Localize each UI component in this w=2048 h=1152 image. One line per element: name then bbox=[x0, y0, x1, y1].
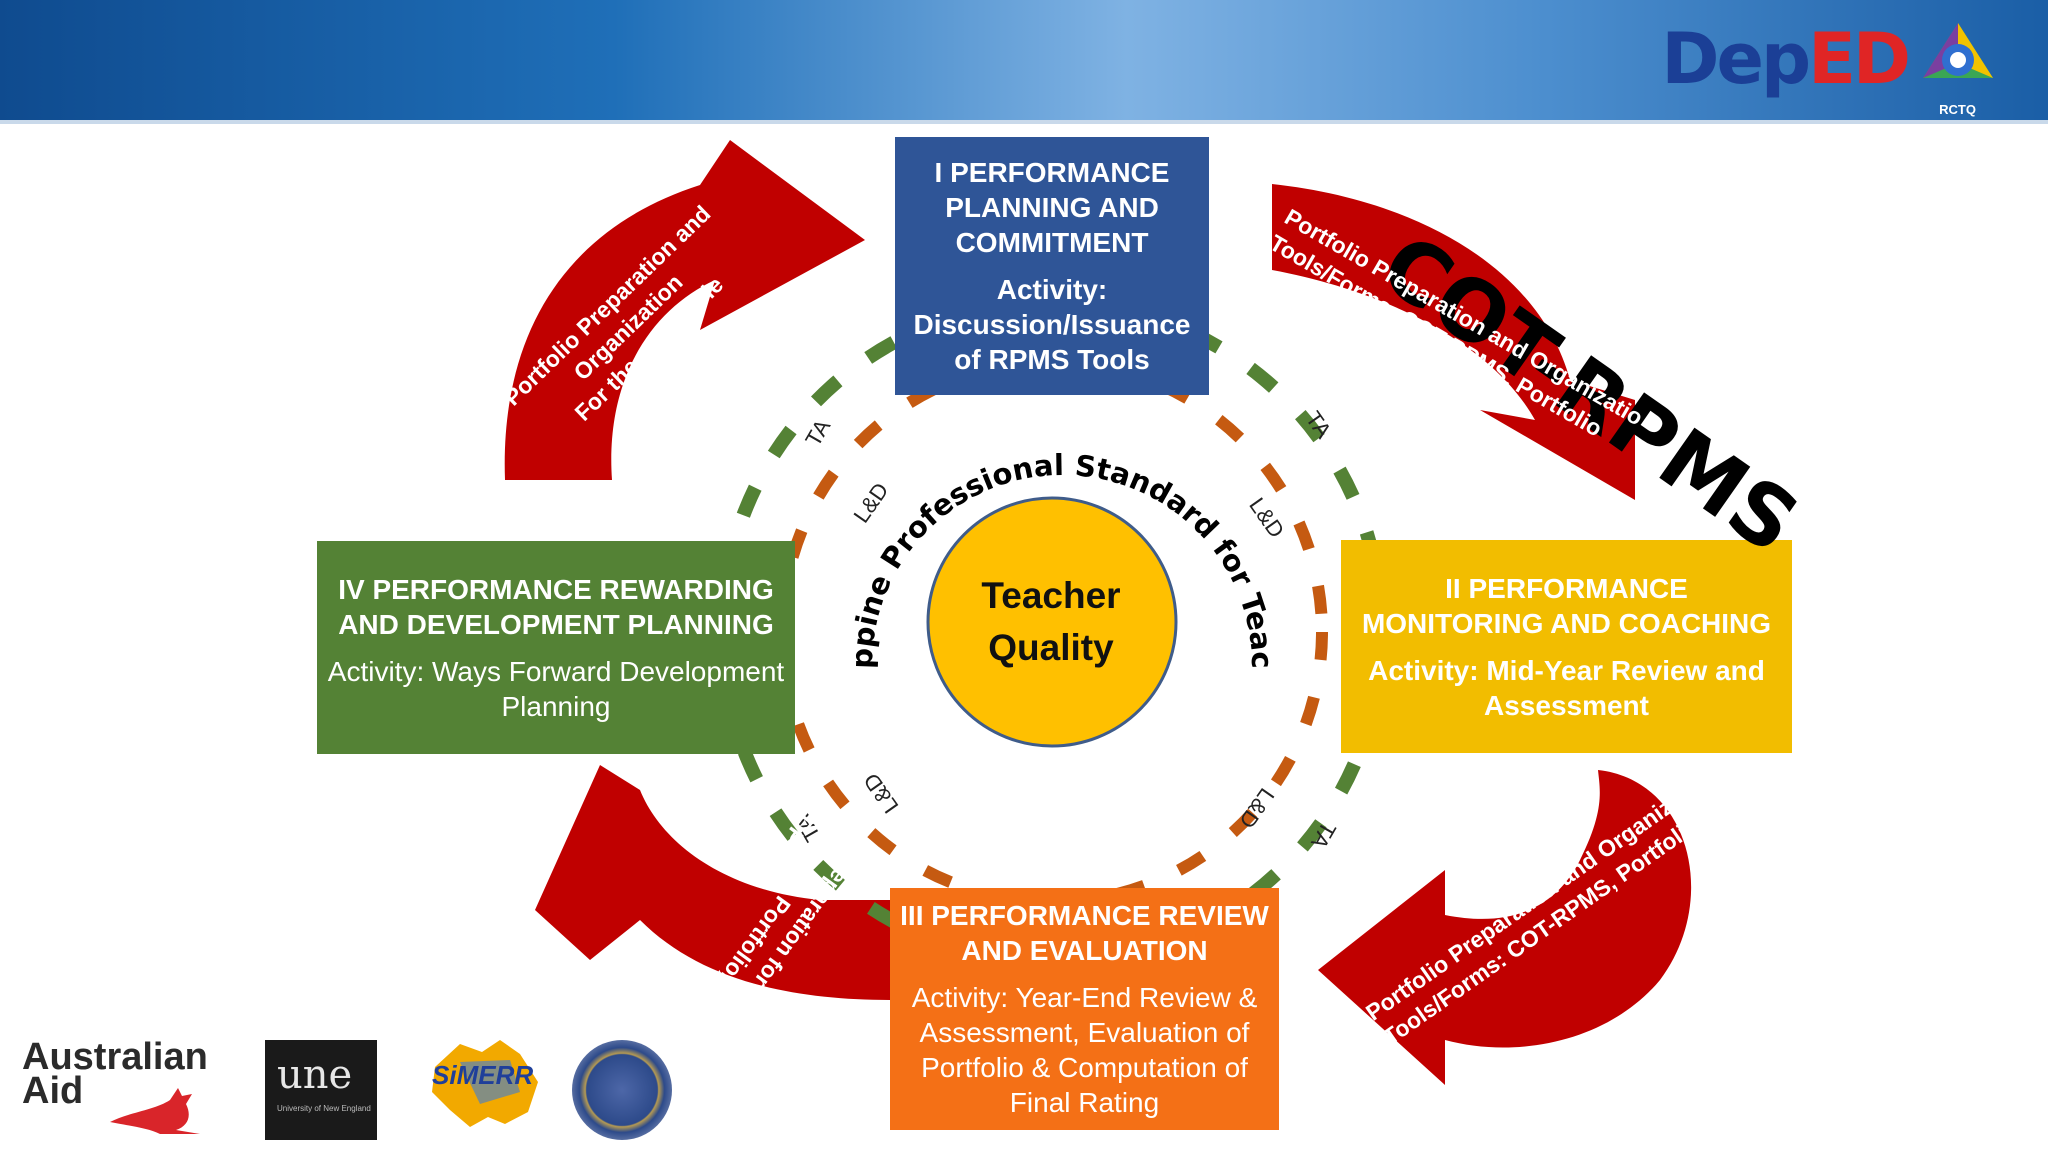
arrow-top-left bbox=[504, 140, 865, 480]
australian-aid-logo: Australian Aid bbox=[22, 1036, 208, 1112]
simerr-logo-text: SiMERR bbox=[432, 1060, 534, 1090]
header-banner bbox=[0, 0, 2048, 124]
kangaroo-icon bbox=[110, 1088, 200, 1134]
university-seal-icon bbox=[572, 1040, 672, 1140]
phase-4-box: IV PERFORMANCE REWARDING AND DEVELOPMENT… bbox=[317, 541, 795, 754]
phase-4-activity: Activity: Ways Forward Development Plann… bbox=[327, 655, 785, 722]
phase-2-activity: Activity: Mid-Year Review and Assessment bbox=[1368, 654, 1765, 721]
phase-3-title: III PERFORMANCE REVIEW AND EVALUATION bbox=[900, 900, 1269, 966]
phase-3-activity: Activity: Year-End Review & Assessment, … bbox=[911, 982, 1258, 1118]
phase-1-title: I PERFORMANCE PLANNING AND COMMITMENT bbox=[934, 157, 1170, 258]
arrow-top-right bbox=[1272, 184, 1635, 500]
center-label-line2: Quality bbox=[988, 627, 1114, 668]
deped-logo: DepED bbox=[1661, 18, 1911, 100]
une-logo-text: une bbox=[277, 1052, 353, 1098]
header-divider bbox=[0, 120, 2048, 124]
australian-aid-line2: Aid bbox=[22, 1070, 84, 1112]
arrow-bottom-right bbox=[1318, 770, 1692, 1085]
phase-2-title: II PERFORMANCE MONITORING AND COACHING bbox=[1361, 572, 1772, 639]
center-label: Teacher Quality bbox=[925, 570, 1177, 674]
rctq-emblem-icon bbox=[1923, 23, 1993, 78]
rctq-label: RCTQ bbox=[1939, 102, 1976, 117]
center-label-line1: Teacher bbox=[981, 575, 1121, 616]
arrow-bottom-left bbox=[535, 765, 890, 1000]
simerr-map-icon bbox=[432, 1040, 538, 1127]
une-logo: une University of New England bbox=[265, 1040, 377, 1140]
phase-2-box: II PERFORMANCE MONITORING AND COACHING A… bbox=[1341, 540, 1792, 753]
center-circle bbox=[926, 496, 1178, 748]
phase-1-activity: Activity: Discussion/Issuance of RPMS To… bbox=[913, 274, 1191, 375]
une-logo-subtext: University of New England bbox=[277, 1104, 371, 1113]
phase-4-title: IV PERFORMANCE REWARDING AND DEVELOPMENT… bbox=[338, 573, 774, 640]
deped-logo-dep: Dep bbox=[1661, 18, 1811, 100]
phase-1-box: I PERFORMANCE PLANNING AND COMMITMENT Ac… bbox=[895, 137, 1209, 395]
deped-logo-ed: ED bbox=[1808, 18, 1911, 100]
phase-3-box: III PERFORMANCE REVIEW AND EVALUATION Ac… bbox=[890, 888, 1279, 1130]
australian-aid-line1: Australian bbox=[22, 1036, 208, 1078]
